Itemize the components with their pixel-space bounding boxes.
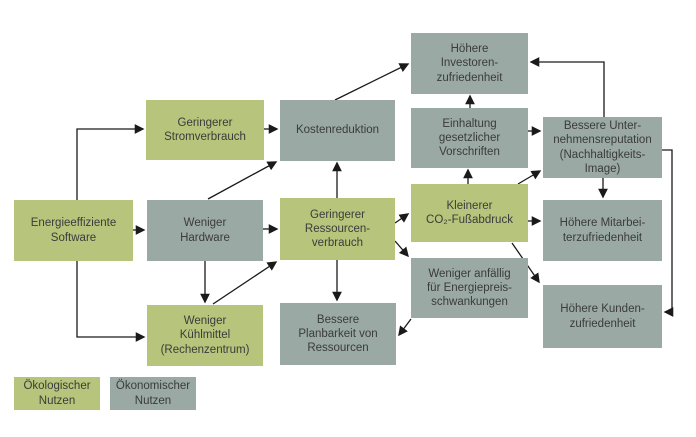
- edge-energieeffiziente-software-to-weniger-kuehlmittel: [76, 261, 146, 342]
- node-geringerer-stromverbrauch: Geringerer Stromverbrauch: [146, 100, 264, 160]
- node-weniger-kuehlmittel: Weniger Kühlmittel (Rechenzentrum): [147, 305, 263, 366]
- node-weniger-hardware: Weniger Hardware: [147, 200, 263, 261]
- node-bessere-unternehmensreputation: Bessere Unter- nehmensreputation (Nachha…: [543, 117, 662, 178]
- edge-geringerer-ressourcenverbrauch-to-kleinerer-co2-fussabdruck: [394, 213, 410, 224]
- edge-weniger-anfaellig-energiepreisschwankungen-to-bessere-planbarkeit: [398, 318, 412, 337]
- edge-geringerer-ressourcenverbrauch-to-weniger-anfaellig-energiepreisschwankungen: [394, 240, 409, 258]
- edge-kostenreduktion-to-hoehere-investorenzufriedenheit: [334, 63, 410, 101]
- node-hoehere-investorenzufriedenheit: Höhere Investoren- zufriedenheit: [411, 33, 528, 94]
- edge-weniger-hardware-to-kostenreduktion: [207, 161, 278, 200]
- legend-oekonomischer-nutzen: Ökonomischer Nutzen: [110, 377, 196, 410]
- node-einhaltung-gesetzlicher-vorschriften: Einhaltung gesetzlicher Vorschriften: [411, 108, 528, 168]
- node-hoehere-mitarbeiterzufriedenheit: Höhere Mitarbei- terzufriedenheit: [543, 200, 662, 261]
- node-bessere-planbarkeit: Bessere Planbarkeit von Ressourcen: [280, 303, 396, 365]
- legend-oekologischer-nutzen: Ökologischer Nutzen: [14, 377, 100, 410]
- edge-kleinerer-co2-fussabdruck-to-bessere-unternehmensreputation: [517, 170, 542, 185]
- edge-bessere-unternehmensreputation-to-hoehere-investorenzufriedenheit: [529, 57, 605, 117]
- edge-weniger-kuehlmittel-to-geringerer-ressourcenverbrauch: [212, 261, 278, 305]
- edge-bessere-unternehmensreputation-to-hoehere-kundenzufriedenheit: [662, 149, 674, 317]
- node-energieeffiziente-software: Energieeffiziente Software: [14, 200, 133, 261]
- node-kostenreduktion: Kostenreduktion: [280, 100, 395, 161]
- node-weniger-anfaellig-energiepreisschwankungen: Weniger anfällig für Energiepreis- schwa…: [411, 258, 528, 318]
- node-kleinerer-co2-fussabdruck: Kleinerer CO₂-Fußabdruck: [411, 184, 528, 242]
- node-geringerer-ressourcenverbrauch: Geringerer Ressourcen- verbrauch: [280, 198, 395, 260]
- node-hoehere-kundenzufriedenheit: Höhere Kunden- zufriedenheit: [543, 285, 662, 348]
- edge-energieeffiziente-software-to-geringerer-stromverbrauch: [76, 124, 145, 200]
